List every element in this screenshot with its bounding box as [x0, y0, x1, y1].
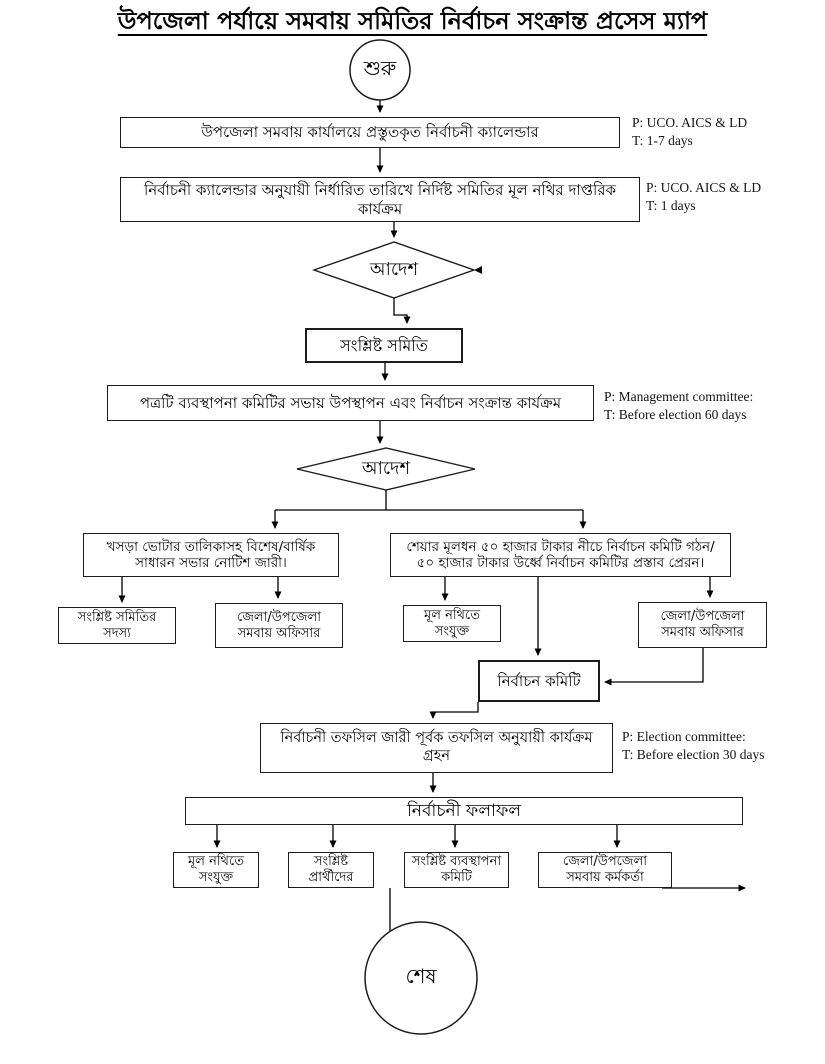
node-prepared-calendar: উপজেলা সমবায় কার্যালয়ে প্রস্তুতকৃত নির…: [120, 117, 620, 148]
node-result-candidates: সংশ্লিষ্ট প্রার্থীদের: [288, 852, 374, 888]
annotation-time-line: T: Before election 30 days: [622, 746, 765, 762]
annotation-election-committee: P: Election committee: T: Before electio…: [622, 728, 765, 764]
node-coop-officer-right: জেলা/উপজেলা সমবায় অফিসার: [638, 602, 767, 648]
node-result-main-file: মূল নথিতে সংযুক্ত: [173, 852, 259, 888]
end-terminator-shape: [364, 921, 478, 1035]
node-attach-main-file: মূল নথিতে সংযুক্ত: [403, 605, 501, 642]
start-label: শুরু: [363, 55, 397, 80]
decision2-label: আদেশ: [361, 457, 411, 479]
end-label: শেষ: [405, 963, 437, 988]
annotation-person-line: P: Management committee:: [604, 389, 754, 404]
annotation-time-line: T: 1 days: [646, 197, 696, 213]
node-scheduled-activity: নির্বাচনী ক্যালেন্ডার অনুযায়ী নির্ধারিত…: [120, 177, 640, 222]
node-concerned-samity: সংশ্লিষ্ট সমিতি: [305, 328, 463, 363]
annotation-time-line: T: 1-7 days: [632, 132, 693, 148]
annotation-scheduled: P: UCO. AICS & LD T: 1 days: [646, 179, 761, 215]
node-samity-members: সংশ্লিষ্ট সমিতির সদস্য: [58, 607, 176, 644]
annotation-time-line: T: Before election 60 days: [604, 406, 747, 422]
annotation-person-line: P: UCO. AICS & LD: [632, 115, 748, 130]
node-coop-officer-left: জেলা/উপজেলা সমবায় অফিসার: [215, 603, 343, 648]
node-voter-list-notice: খসড়া ভোটার তালিকাসহ বিশেষ/বার্ষিক সাধার…: [83, 533, 339, 577]
node-election-results: নির্বাচনী ফলাফল: [185, 797, 743, 825]
annotation-person-line: P: Election committee:: [622, 729, 746, 744]
decision1-label: আদেশ: [369, 258, 419, 280]
decision-diamond-2: [296, 447, 476, 491]
node-committee-presentation: পত্রটি ব্যবস্থাপনা কমিটির সভায় উপস্থাপন…: [107, 385, 594, 421]
node-result-management: সংশ্লিষ্ট ব্যবস্থাপনা কমিটি: [404, 852, 509, 888]
page-title: উপজেলা পর্যায়ে সমবায় সমিতির নির্বাচন স…: [117, 7, 708, 35]
node-election-schedule: নির্বাচনী তফসিল জারী পূর্বক তফসিল অনুযায…: [260, 723, 613, 773]
node-share-capital: শেয়ার মূলধন ৫০ হাজার টাকার নীচে নির্বাচ…: [390, 533, 731, 577]
annotation-calendar: P: UCO. AICS & LD T: 1-7 days: [632, 114, 747, 150]
annotation-management: P: Management committee: T: Before elect…: [604, 388, 753, 424]
start-terminator-shape: [349, 39, 411, 101]
decision-diamond-1: [311, 241, 477, 299]
annotation-person-line: P: UCO. AICS & LD: [646, 180, 762, 195]
node-result-coop-officers: জেলা/উপজেলা সমবায় কর্মকর্তা: [538, 852, 672, 888]
node-election-committee: নির্বাচন কমিটি: [478, 660, 600, 702]
